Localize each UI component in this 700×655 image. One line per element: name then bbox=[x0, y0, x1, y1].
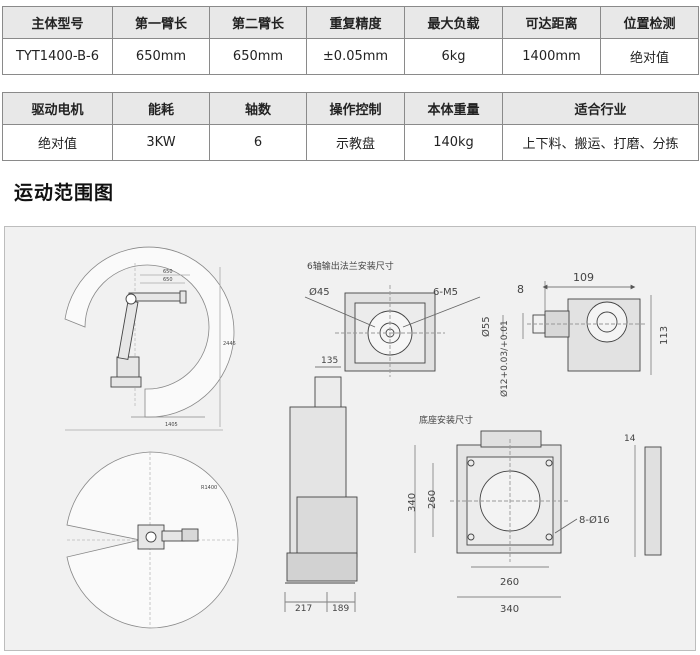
dim-8: 8 bbox=[517, 283, 524, 296]
base-title: 底座安装尺寸 bbox=[419, 414, 473, 426]
header-industry: 适合行业 bbox=[502, 92, 699, 125]
dim-260-v: 260 bbox=[427, 490, 438, 509]
value-industry: 上下料、搬运、打磨、分拣 bbox=[502, 124, 699, 161]
value-model: TYT1400-B-6 bbox=[2, 38, 113, 75]
section-title: 运动范围图 bbox=[14, 182, 115, 204]
value-repeatability: ±0.05mm bbox=[306, 38, 405, 75]
header-drive-motor: 驱动电机 bbox=[2, 92, 113, 125]
dim-340-v: 340 bbox=[407, 493, 418, 512]
value-arm2: 650mm bbox=[209, 38, 307, 75]
value-max-load: 6kg bbox=[404, 38, 503, 75]
header-axes: 轴数 bbox=[209, 92, 307, 125]
dim-135: 135 bbox=[321, 356, 338, 366]
dim-r1400: R1400 bbox=[201, 485, 217, 491]
value-drive-motor: 绝对值 bbox=[2, 124, 113, 161]
header-arm2: 第二臂长 bbox=[209, 6, 307, 39]
dim-189: 189 bbox=[332, 604, 349, 614]
header-arm1: 第一臂长 bbox=[112, 6, 210, 39]
dim-d55: Ø55 bbox=[480, 316, 492, 337]
value-position-detect: 绝对值 bbox=[600, 38, 699, 75]
spec-table-2: 驱动电机 能耗 轴数 操作控制 本体重量 适合行业 绝对值 3KW 6 示教盘 … bbox=[2, 92, 699, 161]
dim-2446: 2446 bbox=[223, 341, 236, 347]
dim-flange-m5: 6-M5 bbox=[433, 287, 458, 298]
flange-title: 6轴输出法兰安装尺寸 bbox=[307, 260, 394, 272]
header-energy: 能耗 bbox=[112, 92, 210, 125]
spec-table-1: 主体型号 第一臂长 第二臂长 重复精度 最大负载 可达距离 位置检测 TYT14… bbox=[2, 6, 699, 75]
dim-d12: Ø12+0.03/+0.01 bbox=[499, 320, 510, 397]
base-mount-view bbox=[414, 430, 578, 598]
header-control: 操作控制 bbox=[306, 92, 405, 125]
value-energy: 3KW bbox=[112, 124, 210, 161]
header-model: 主体型号 bbox=[2, 6, 113, 39]
side-view-robot bbox=[110, 290, 187, 388]
flange-view bbox=[304, 285, 481, 377]
header-repeatability: 重复精度 bbox=[306, 6, 405, 39]
value-arm1: 650mm bbox=[112, 38, 210, 75]
dim-14: 14 bbox=[624, 434, 636, 444]
spec-header-row: 主体型号 第一臂长 第二臂长 重复精度 最大负载 可达距离 位置检测 bbox=[2, 6, 699, 39]
robot-side-elevation bbox=[285, 376, 358, 584]
dim-650b: 650 bbox=[163, 277, 173, 283]
spec-value-row: 绝对值 3KW 6 示教盘 140kg 上下料、搬运、打磨、分拣 bbox=[2, 124, 699, 161]
dim-340-h: 340 bbox=[500, 604, 519, 615]
dim-8-d16: 8-Ø16 bbox=[579, 514, 610, 526]
dim-109: 109 bbox=[573, 271, 594, 284]
dim-1405: 1405 bbox=[165, 422, 178, 428]
value-control: 示教盘 bbox=[306, 124, 405, 161]
dim-260-h: 260 bbox=[500, 577, 519, 588]
dim-113: 113 bbox=[659, 326, 670, 345]
spec-header-row: 驱动电机 能耗 轴数 操作控制 本体重量 适合行业 bbox=[2, 92, 699, 125]
drawing-svg: 650 650 1405 2446 R1400 6轴输出法兰安装尺寸 bbox=[64, 246, 670, 629]
base-side-profile bbox=[634, 445, 662, 557]
header-max-load: 最大负载 bbox=[404, 6, 503, 39]
header-position-detect: 位置检测 bbox=[600, 6, 699, 39]
flange-side-view bbox=[502, 281, 652, 375]
header-reach: 可达距离 bbox=[502, 6, 601, 39]
spec-value-row: TYT1400-B-6 650mm 650mm ±0.05mm 6kg 1400… bbox=[2, 38, 699, 75]
dim-217: 217 bbox=[295, 604, 312, 614]
value-axes: 6 bbox=[209, 124, 307, 161]
top-view-robot bbox=[137, 524, 199, 550]
value-weight: 140kg bbox=[404, 124, 503, 161]
side-view-envelope bbox=[64, 246, 235, 431]
value-reach: 1400mm bbox=[502, 38, 601, 75]
dim-flange-d45: Ø45 bbox=[309, 286, 330, 298]
header-weight: 本体重量 bbox=[404, 92, 503, 125]
motion-range-drawing: 650 650 1405 2446 R1400 6轴输出法兰安装尺寸 bbox=[4, 226, 696, 651]
dim-650a: 650 bbox=[163, 269, 173, 275]
